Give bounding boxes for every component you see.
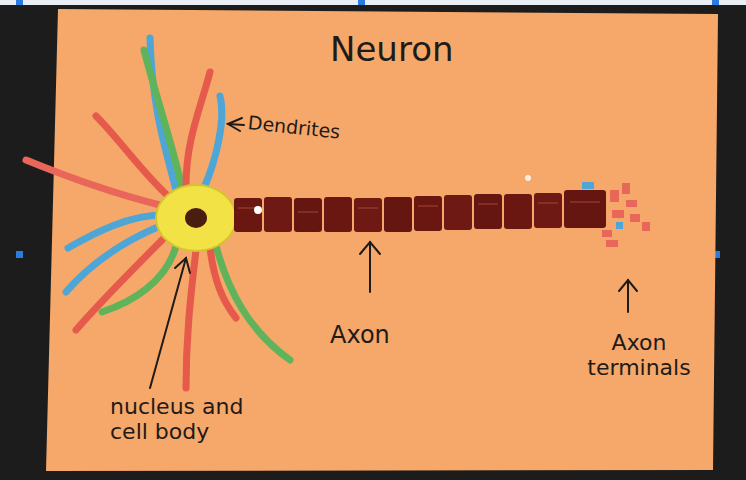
selection-handle [16,0,23,5]
part-label: Axon [330,322,390,350]
dendrites [26,38,290,388]
title: Neuron [330,30,453,69]
axon [234,175,606,232]
selection-handle [16,251,23,258]
orange-paper [46,9,718,471]
axon-terminals [582,182,650,247]
selection-handle [358,0,365,5]
screen-strip [0,0,746,5]
leader-lines [150,118,637,388]
nucleus [185,208,207,228]
part-label: Axon terminals [580,330,698,381]
selection-handle [712,0,719,5]
part-label: nucleus and cell body [110,394,280,445]
cell-body [156,185,236,251]
